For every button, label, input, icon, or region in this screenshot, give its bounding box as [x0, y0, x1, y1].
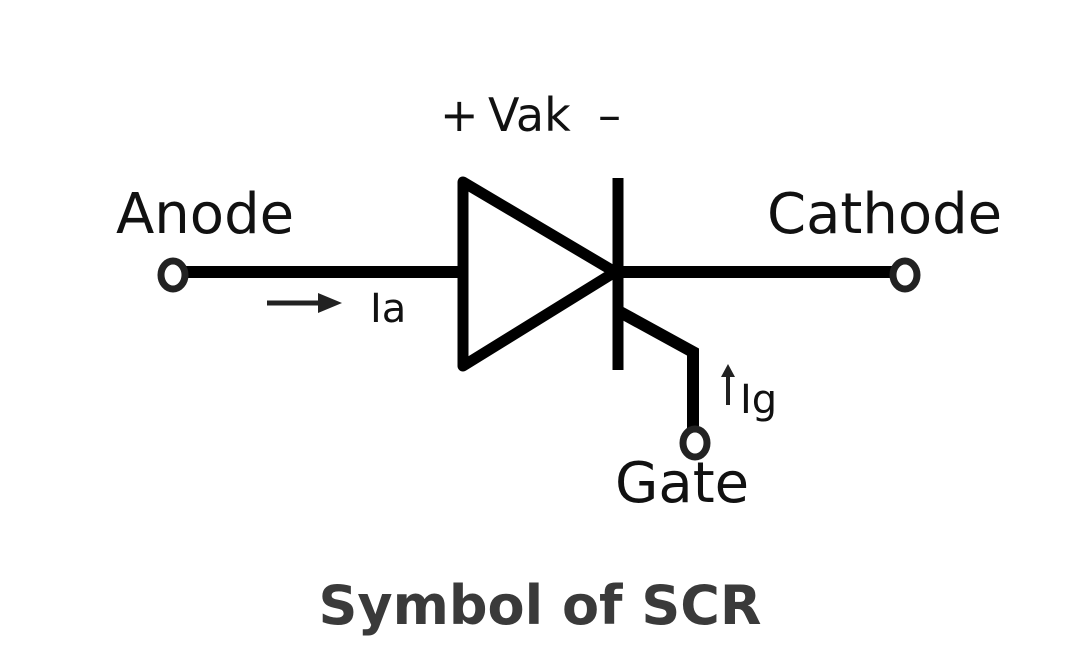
voltage-label: Vak [488, 88, 571, 142]
anode-current-arrow-icon [267, 293, 342, 313]
voltage-minus-sign: – [598, 88, 621, 142]
gate-terminal [679, 425, 711, 461]
gate-lead [617, 306, 699, 432]
anode-terminal [157, 257, 189, 293]
diagram-caption: Symbol of SCR [319, 574, 762, 637]
gate-current-arrow-icon [721, 364, 735, 405]
cathode-label: Cathode [767, 182, 1002, 247]
gate-current-label: Ig [740, 377, 777, 423]
voltage-plus-sign: + [440, 88, 479, 142]
gate-label: Gate [615, 451, 749, 516]
cathode-terminal [889, 257, 921, 293]
anode-label: Anode [116, 182, 294, 247]
anode-current-label: Ia [370, 286, 406, 332]
diode-triangle [457, 176, 621, 372]
